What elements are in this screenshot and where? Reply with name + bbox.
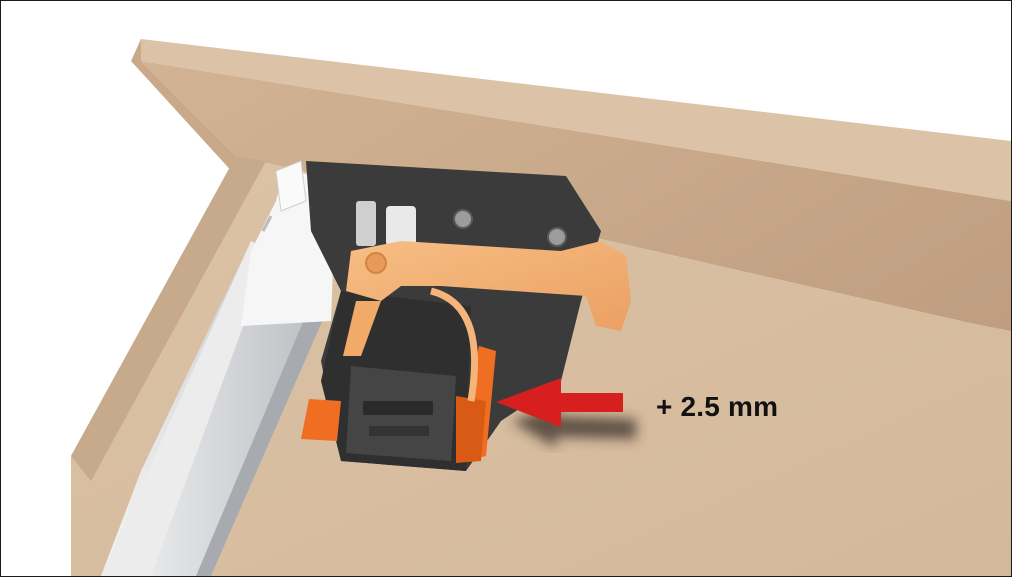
red-arrow-icon [496, 378, 623, 427]
orange-adjuster [301, 346, 496, 463]
screw-icon [547, 227, 567, 247]
runner-rail [101, 160, 336, 576]
lever-arm [343, 241, 631, 402]
back-panel [131, 39, 1011, 576]
adjustment-label: + 2.5 mm [656, 391, 779, 422]
screw-icon [453, 209, 473, 229]
